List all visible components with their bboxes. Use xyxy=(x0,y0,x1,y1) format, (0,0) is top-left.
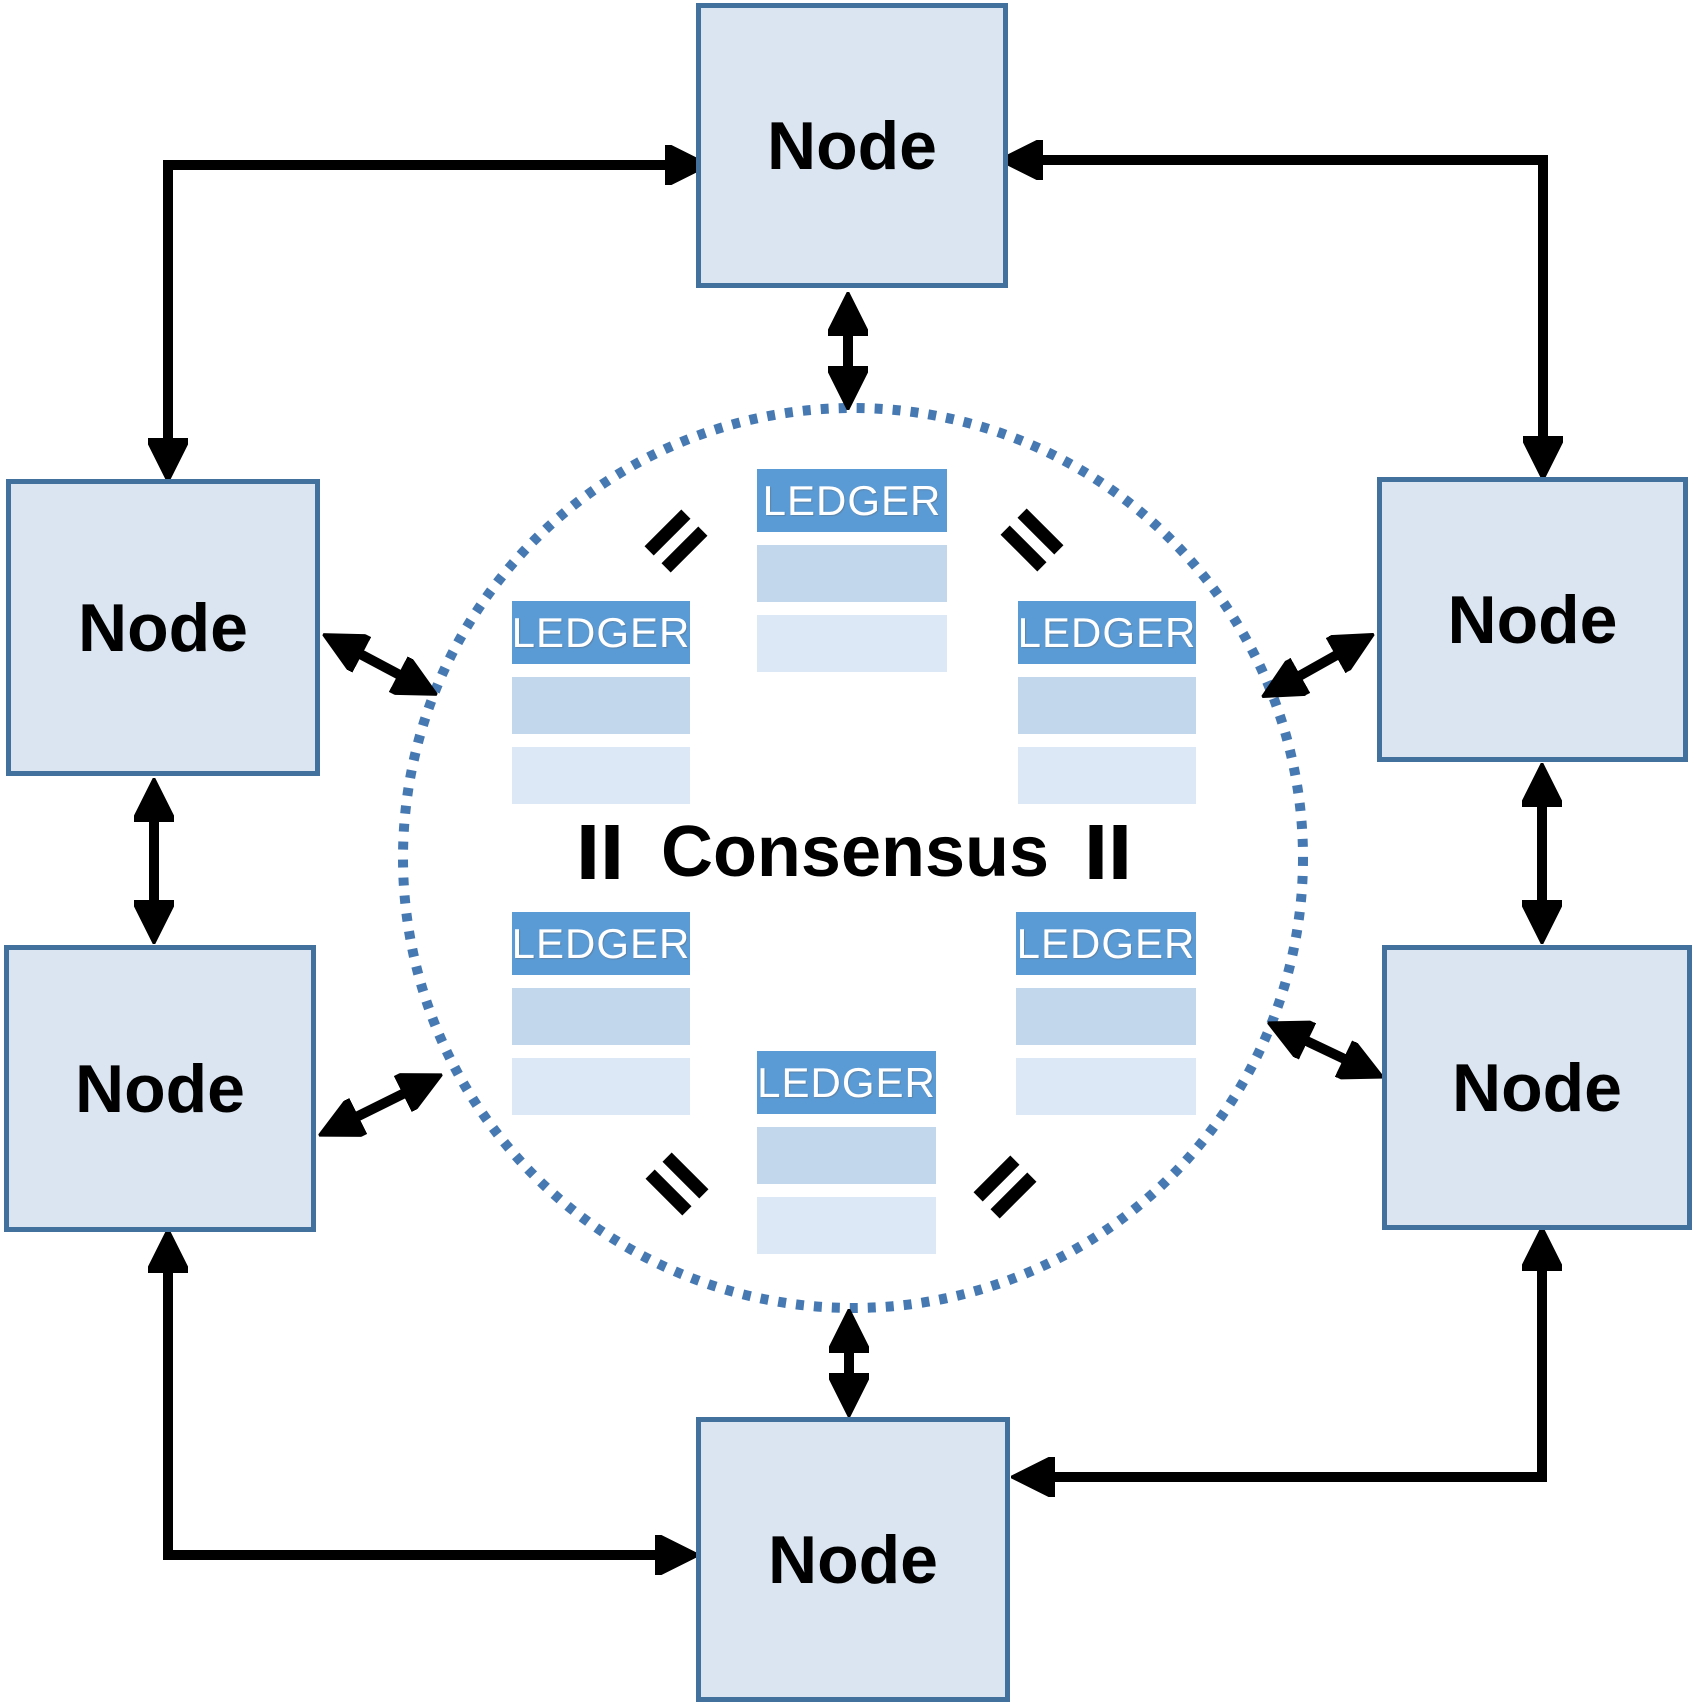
ledger-table-middle-right: LEDGER xyxy=(1018,601,1196,804)
consensus-ring-dotted-circle xyxy=(398,403,1308,1313)
node-box-top: Node xyxy=(696,3,1008,288)
node-box-upper-right: Node xyxy=(1377,477,1688,762)
consensus-label: Consensus xyxy=(660,812,1050,892)
equals-mark-top-right xyxy=(1000,508,1064,572)
elbow-arrow-bottom-left xyxy=(168,1237,691,1555)
ledger-row xyxy=(1016,1058,1196,1115)
ledger-header: LEDGER xyxy=(757,469,947,532)
equals-mark-bottom-left xyxy=(645,1152,709,1216)
node-box-lower-right: Node xyxy=(1382,945,1692,1230)
ledger-row xyxy=(757,545,947,602)
double-arrow-lower-right-node-to-ring xyxy=(1275,1026,1376,1074)
equals-mark-top-left xyxy=(644,509,708,573)
ledger-table-bottom-left: LEDGER xyxy=(512,912,690,1115)
ledger-row xyxy=(757,615,947,672)
node-label: Node xyxy=(1447,581,1618,658)
ledger-row xyxy=(1018,677,1196,734)
node-label: Node xyxy=(78,589,248,666)
node-label: Node xyxy=(768,1521,938,1598)
ledger-header: LEDGER xyxy=(512,601,690,664)
ledger-row xyxy=(1018,747,1196,804)
ledger-header: LEDGER xyxy=(512,912,690,975)
equals-mark-right xyxy=(1089,825,1127,879)
double-arrow-lower-left-node-to-ring xyxy=(326,1078,435,1132)
ledger-row xyxy=(512,677,690,734)
ledger-row xyxy=(512,747,690,804)
node-label: Node xyxy=(75,1050,245,1127)
node-box-upper-left: Node xyxy=(6,479,320,776)
ledger-header: LEDGER xyxy=(1016,912,1196,975)
ledger-header: LEDGER xyxy=(1018,601,1196,664)
node-label: Node xyxy=(1452,1049,1622,1126)
elbow-arrow-top-right xyxy=(1007,160,1543,472)
double-arrow-upper-left-node-to-ring xyxy=(330,638,430,691)
ledger-table-middle-left: LEDGER xyxy=(512,601,690,804)
ledger-row xyxy=(1016,988,1196,1045)
ledger-row xyxy=(757,1197,936,1254)
ledger-table-top-center: LEDGER xyxy=(757,469,947,672)
ledger-header: LEDGER xyxy=(757,1051,936,1114)
node-label: Node xyxy=(767,107,937,184)
equals-mark-left xyxy=(581,825,619,879)
ledger-row xyxy=(757,1127,936,1184)
node-box-bottom: Node xyxy=(696,1417,1010,1702)
equals-mark-bottom-right xyxy=(973,1155,1037,1219)
ledger-table-bottom-right: LEDGER xyxy=(1016,912,1196,1115)
ledger-table-bottom-center: LEDGER xyxy=(757,1051,936,1254)
double-arrow-upper-right-node-to-ring xyxy=(1269,638,1367,693)
elbow-arrow-bottom-right xyxy=(1019,1235,1542,1477)
ledger-row xyxy=(512,1058,690,1115)
elbow-arrow-top-left xyxy=(168,165,701,474)
ledger-row xyxy=(512,988,690,1045)
node-box-lower-left: Node xyxy=(4,945,316,1232)
